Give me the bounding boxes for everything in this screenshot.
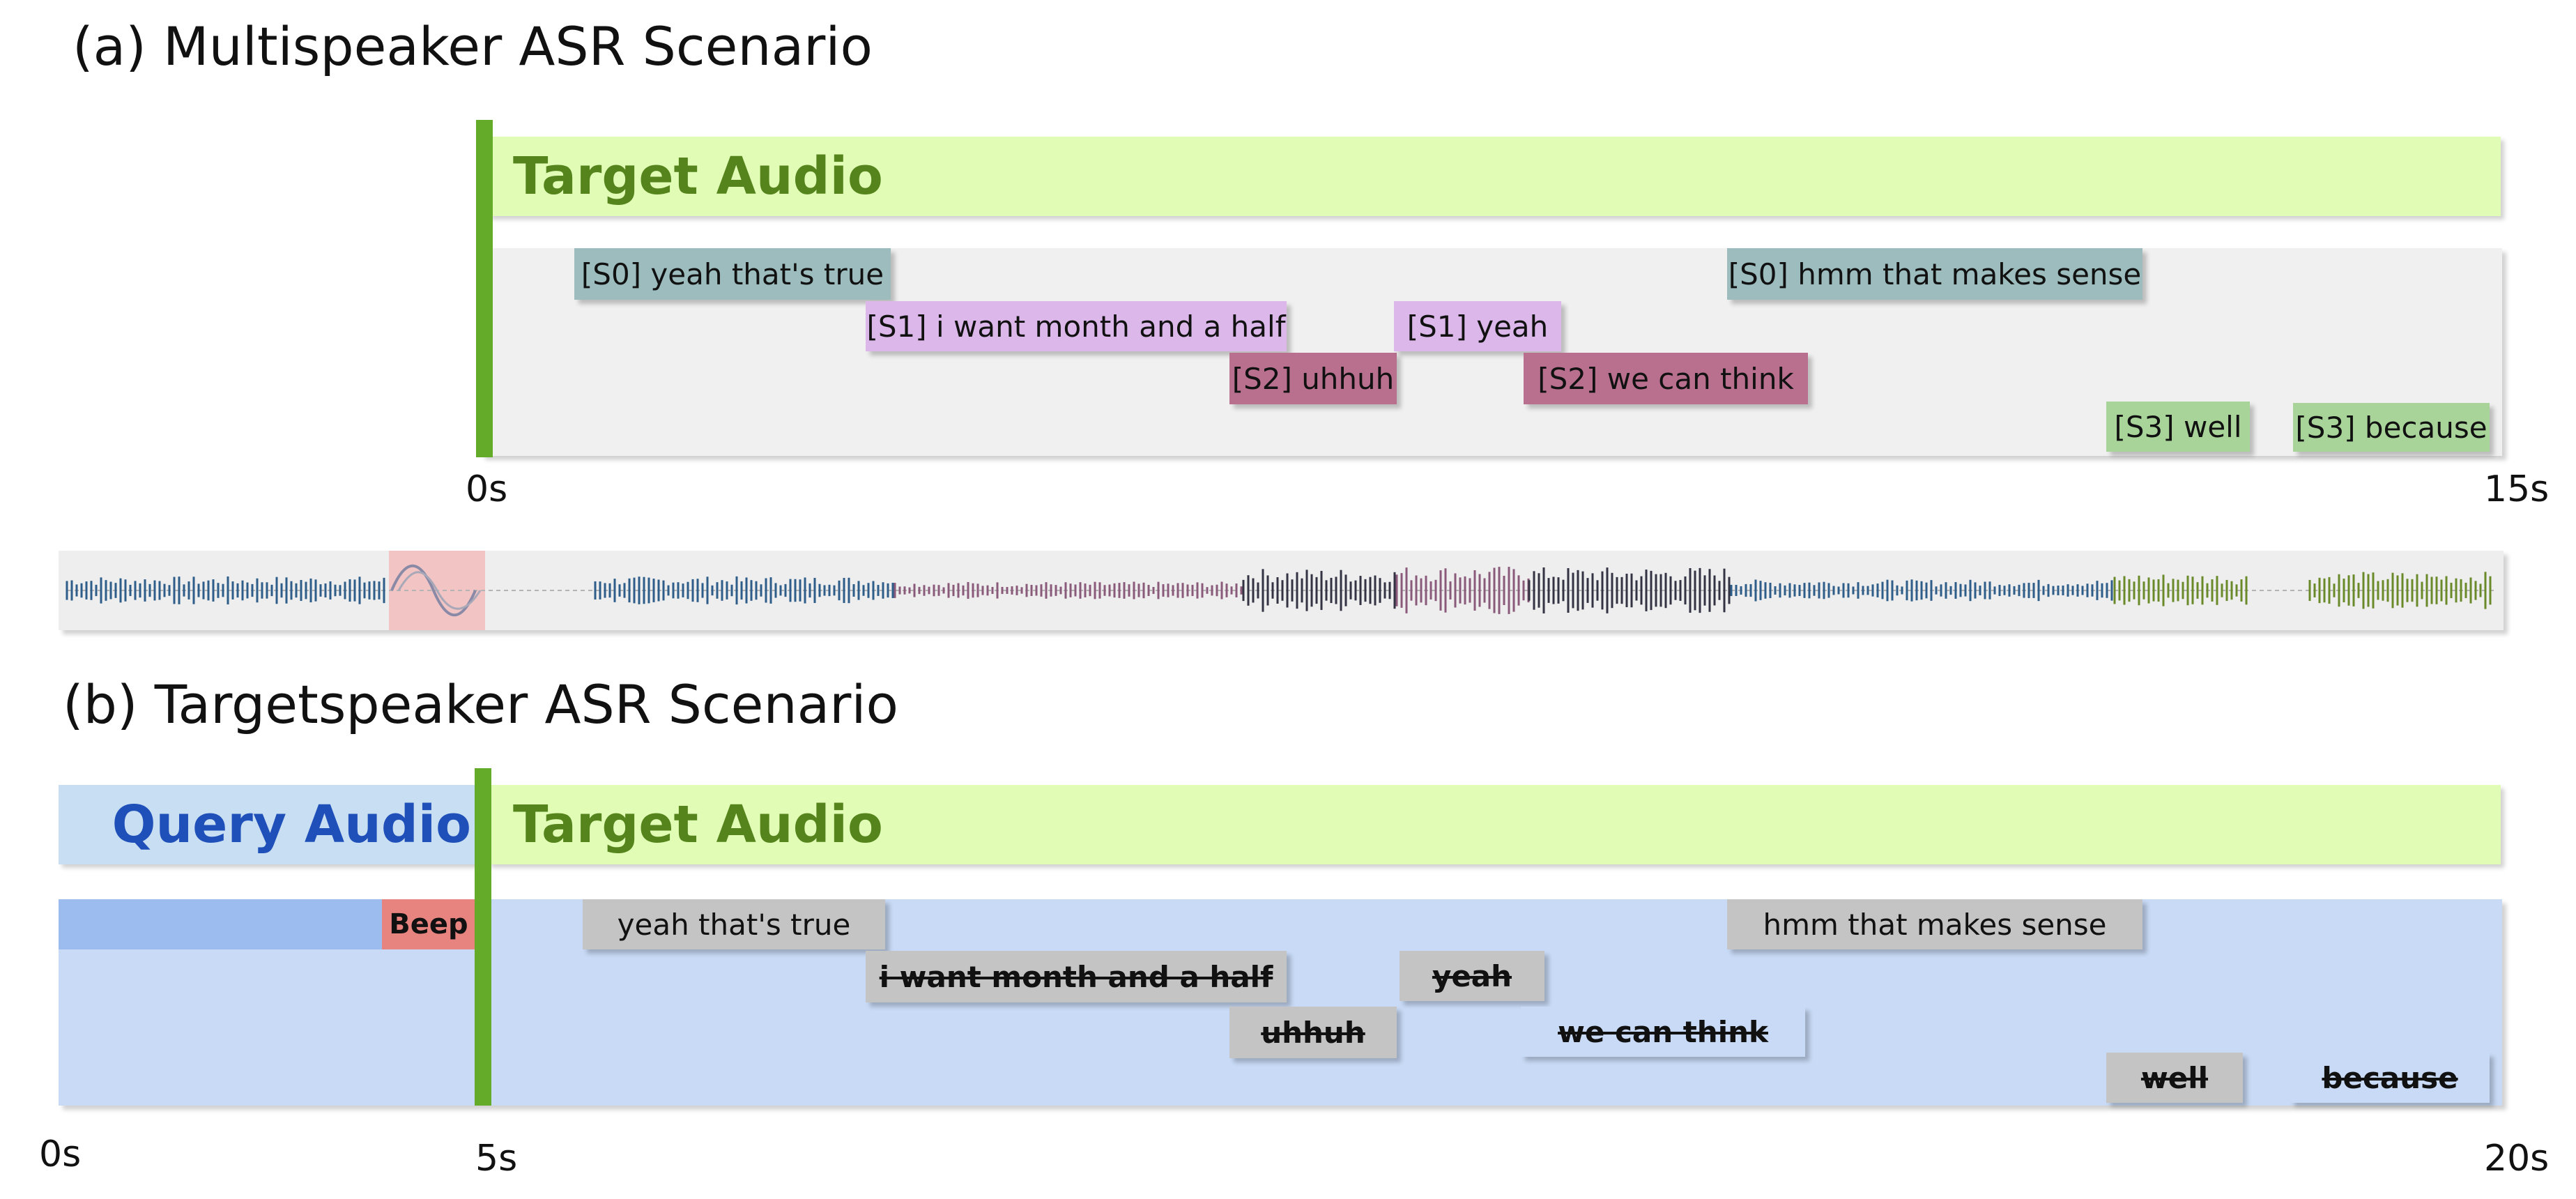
section-a-axis-start-label: 0s	[466, 468, 508, 510]
waveform-bars	[66, 567, 2492, 614]
section-a-target-audio-banner: Target Audio	[488, 137, 2501, 216]
section-b-segment-1: yeah that's true	[583, 899, 885, 949]
section-a-segment-s2-2: [S2] we can think	[1524, 353, 1808, 404]
section-a-segment-s3-1: [S3] well	[2106, 402, 2250, 452]
section-b-segment-6: hmm that makes sense	[1727, 899, 2142, 949]
waveform-strip	[59, 551, 2504, 630]
section-b-axis-mid-label: 5s	[475, 1138, 518, 1179]
section-b-segment-8: because	[2290, 1053, 2490, 1103]
section-b-audio-start-divider	[475, 768, 491, 1106]
section-b-query-audio-banner: Query Audio	[59, 785, 482, 864]
section-a-title: (a) Multispeaker ASR Scenario	[72, 15, 873, 77]
section-b-title: (b) Targetspeaker ASR Scenario	[63, 673, 899, 735]
section-a-segment-s1-2: [S1] yeah	[1394, 301, 1561, 351]
section-a-segment-s3-2: [S3] because	[2293, 403, 2490, 452]
section-b-segment-2: i want month and a half	[866, 951, 1287, 1002]
waveform-graphic	[66, 551, 2495, 630]
section-b-axis-start-label: 0s	[39, 1133, 82, 1175]
section-a-audio-start-divider	[476, 120, 493, 457]
section-a-axis-end-label: 15s	[2484, 468, 2550, 510]
section-b-axis-end-label: 20s	[2484, 1138, 2550, 1179]
section-a-segment-s1-1: [S1] i want month and a half	[866, 301, 1287, 351]
section-a-segment-s0-1: [S0] yeah that's true	[574, 248, 891, 300]
section-b-segment-7: well	[2106, 1053, 2243, 1103]
section-a-segment-s0-2: [S0] hmm that makes sense	[1727, 248, 2142, 300]
section-b-segment-4: yeah	[1400, 951, 1544, 1001]
section-b-query-audio-fill	[59, 899, 382, 949]
section-a-segment-s2-1: [S2] uhhuh	[1229, 353, 1397, 404]
waveform-beep-tone	[390, 564, 477, 617]
section-b-segment-3: uhhuh	[1229, 1007, 1397, 1058]
waveform-beep-tone-secondary	[397, 571, 482, 610]
section-b-beep-block: Beep	[382, 899, 475, 949]
section-b-target-audio-banner: Target Audio	[488, 785, 2501, 864]
section-b-segment-5: we can think	[1521, 1007, 1805, 1057]
